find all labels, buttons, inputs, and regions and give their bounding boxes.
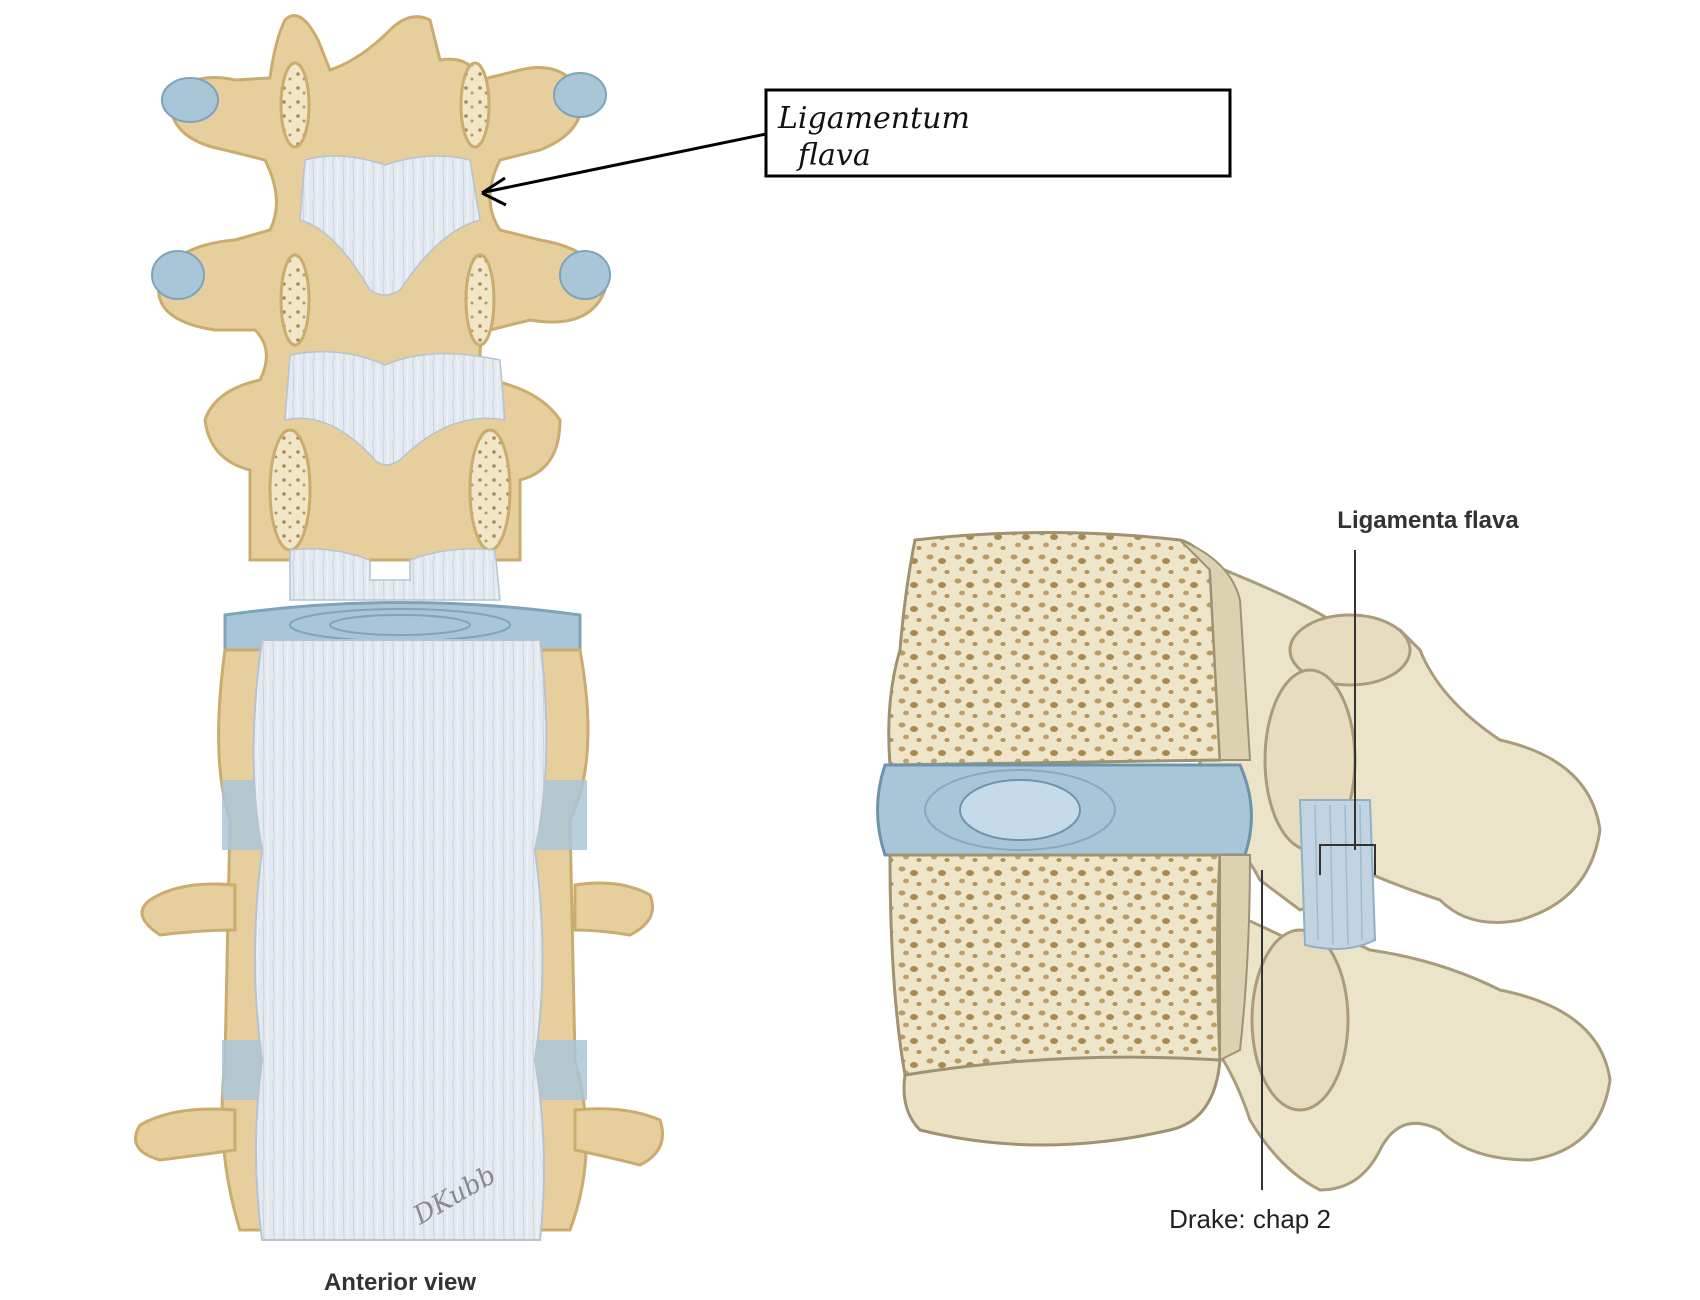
pedicle-cut-section [268,428,312,552]
vertebral-body-upper [887,531,1222,767]
lower-transverse-process [134,1107,237,1162]
transverse-process-cap [151,250,205,300]
ligamentum-flavum-lower [289,548,501,601]
intervertebral-disc-rings [329,614,471,636]
handwritten-annotation: Ligamentum flava [481,88,1232,207]
annulus-ring [924,769,1116,851]
vertebral-arch-upper [1198,557,1602,924]
transverse-process-cap [161,77,219,123]
annotation-text-line2: flava [796,138,871,173]
annotation-arrowhead [481,176,507,207]
pedicle-cut-section [464,253,496,347]
pedicle-cut-section [459,61,491,149]
vertebral-body-lower [888,853,1222,1077]
source-citation: Drake: chap 2 [1169,1204,1331,1234]
pedicle-cut-section [279,61,311,149]
ligamenta-flava-label: Ligamenta flava [1337,507,1519,534]
vertebral-endplate [902,1055,1222,1147]
lower-transverse-process [140,882,237,937]
anterior-longitudinal-ligament [252,639,548,1241]
lower-transverse-process [573,881,654,937]
ligamentum-flavum-lateral [1298,799,1377,950]
transverse-process-cap [559,250,611,300]
articular-process [1250,928,1350,1112]
label-leader-bracket [1319,844,1376,875]
vertebral-body-lower-side [1219,854,1252,1062]
nucleus-pulposus [959,779,1081,841]
ligament-fibers [1314,804,1363,946]
annotation-arrow-line [484,132,767,194]
pedicle-cut-section [279,253,311,347]
ligamentum-flavum-upper [299,155,481,296]
annotation-box [764,88,1232,178]
lower-transverse-process [573,1107,664,1167]
annotation-text-line1: Ligamentum [777,101,970,136]
vertebral-body-upper-side [1179,539,1252,761]
ligamentum-flavum-middle [284,350,506,466]
transverse-process-cap [553,72,607,118]
left-figure-caption: Anterior view [324,1269,476,1296]
left-spine-illustration: DKubb [134,14,664,1241]
articular-process [1288,613,1412,687]
pedicle-cut-section [468,428,512,552]
right-spine-illustration [876,531,1612,1192]
